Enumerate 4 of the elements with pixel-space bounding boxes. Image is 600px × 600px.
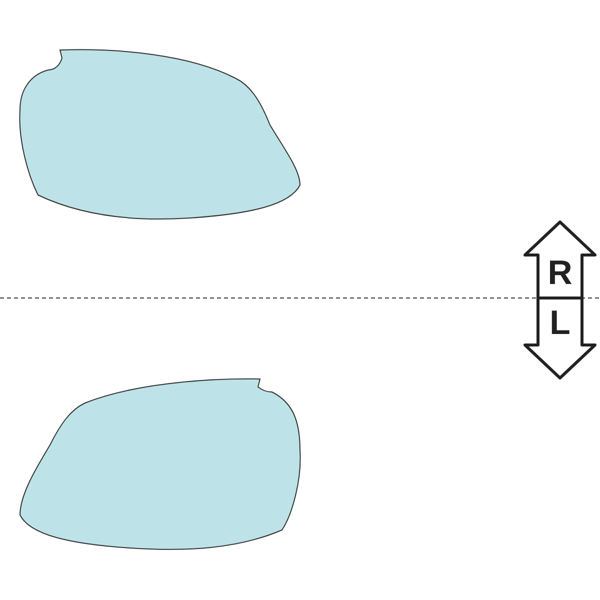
lens-shape — [19, 49, 300, 220]
side-letter: L — [548, 305, 572, 341]
side-letter: R — [546, 255, 574, 291]
lens-shape — [20, 378, 301, 550]
